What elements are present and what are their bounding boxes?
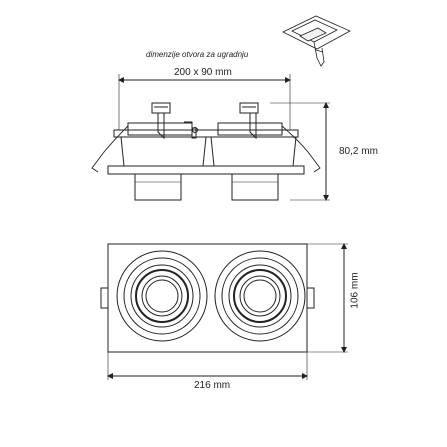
height-label: 80,2 mm [339, 146, 378, 157]
dimension-cutout-width [118, 74, 291, 130]
side-view [91, 102, 321, 201]
cutout-note-label: dimenzije otvora za ugradnju [146, 50, 249, 59]
cutout-inset-icon [282, 15, 351, 67]
plan-view [100, 243, 315, 353]
depth-label: 106 mm [349, 272, 361, 309]
cutout-size-label: 200 x 90 mm [174, 67, 232, 78]
dimension-height [270, 102, 330, 201]
dimension-depth [307, 243, 348, 353]
dimension-width [107, 352, 308, 380]
width-label: 216 mm [194, 380, 231, 391]
